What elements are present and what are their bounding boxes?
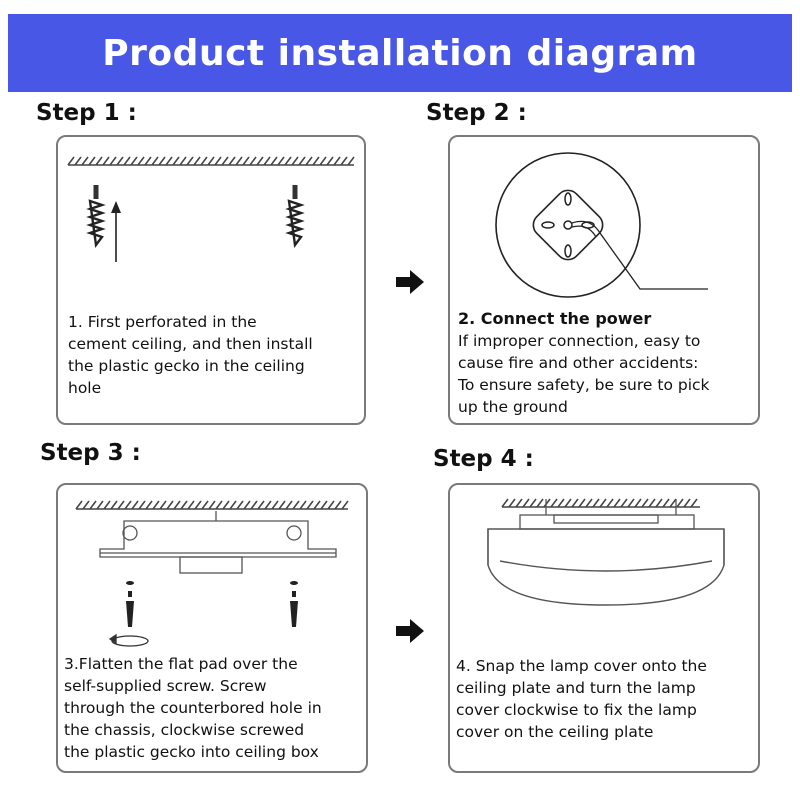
- caption-line: the plastic gecko into ceiling box: [64, 743, 319, 761]
- title-banner: Product installation diagram: [8, 14, 792, 92]
- step-4-panel: 4. Snap the lamp cover onto the ceiling …: [448, 483, 760, 773]
- caption-line: 1. First perforated in the: [68, 313, 257, 331]
- caption-line: the chassis, clockwise screwed: [64, 721, 305, 739]
- step-3-caption: 3.Flatten the flat pad over the self-sup…: [64, 653, 322, 763]
- step-2-heading: Step 2 :: [426, 100, 527, 126]
- step-3-heading: Step 3 :: [40, 440, 141, 466]
- ceiling-plate-icon: [519, 499, 695, 530]
- caption-line: hole: [68, 379, 102, 397]
- step-1-illustration: [67, 156, 355, 262]
- step-1-heading: Step 1 :: [36, 100, 137, 126]
- caption-line: To ensure safety, be sure to pick: [458, 376, 710, 394]
- caption-title: 2. Connect the power: [458, 309, 652, 328]
- caption-line: 3.Flatten the flat pad over the: [64, 655, 298, 673]
- caption-line: cover clockwise to fix the lamp: [456, 701, 697, 719]
- step-2-panel: 2. Connect the power If improper connect…: [448, 135, 760, 425]
- wall-anchor-icon: [285, 185, 305, 249]
- ceiling-hatch-icon: [67, 156, 355, 166]
- caption-line: cause fire and other accidents:: [458, 354, 699, 372]
- ceiling-hatch-icon: [75, 500, 349, 510]
- caption-line: If improper connection, easy to: [458, 332, 701, 350]
- step-2-caption: 2. Connect the power If improper connect…: [458, 308, 710, 418]
- wall-anchor-icon: [86, 185, 106, 249]
- ceiling-plate-icon: [99, 511, 337, 574]
- caption-line: 4. Snap the lamp cover onto the: [456, 657, 707, 675]
- caption-line: cement ceiling, and then install: [68, 335, 313, 353]
- step-1-panel: 1. First perforated in the cement ceilin…: [56, 135, 366, 425]
- caption-line: up the ground: [458, 398, 568, 416]
- step-4-heading: Step 4 :: [433, 446, 534, 472]
- ceiling-plate-icon: [495, 152, 708, 298]
- next-step-arrow-icon: [396, 270, 424, 294]
- next-step-arrow-icon: [396, 619, 424, 643]
- lamp-cover-icon: [487, 528, 725, 606]
- rotate-icon: [108, 633, 149, 647]
- step-2-illustration: [495, 152, 708, 298]
- caption-line: the plastic gecko in the ceiling: [68, 357, 305, 375]
- step-3-panel: 3.Flatten the flat pad over the self-sup…: [56, 483, 368, 773]
- up-arrow-icon: [111, 201, 121, 262]
- caption-line: through the counterbored hole in: [64, 699, 322, 717]
- screw-icon: [126, 581, 298, 627]
- caption-line: cover on the ceiling plate: [456, 723, 654, 741]
- step-4-illustration: [487, 498, 725, 606]
- step-1-caption: 1. First perforated in the cement ceilin…: [68, 311, 313, 399]
- caption-line: ceiling plate and turn the lamp: [456, 679, 696, 697]
- step-4-caption: 4. Snap the lamp cover onto the ceiling …: [456, 655, 707, 743]
- caption-line: self-supplied screw. Screw: [64, 677, 267, 695]
- ceiling-hatch-icon: [501, 498, 700, 508]
- page-title: Product installation diagram: [102, 32, 698, 74]
- step-3-illustration: [75, 500, 349, 647]
